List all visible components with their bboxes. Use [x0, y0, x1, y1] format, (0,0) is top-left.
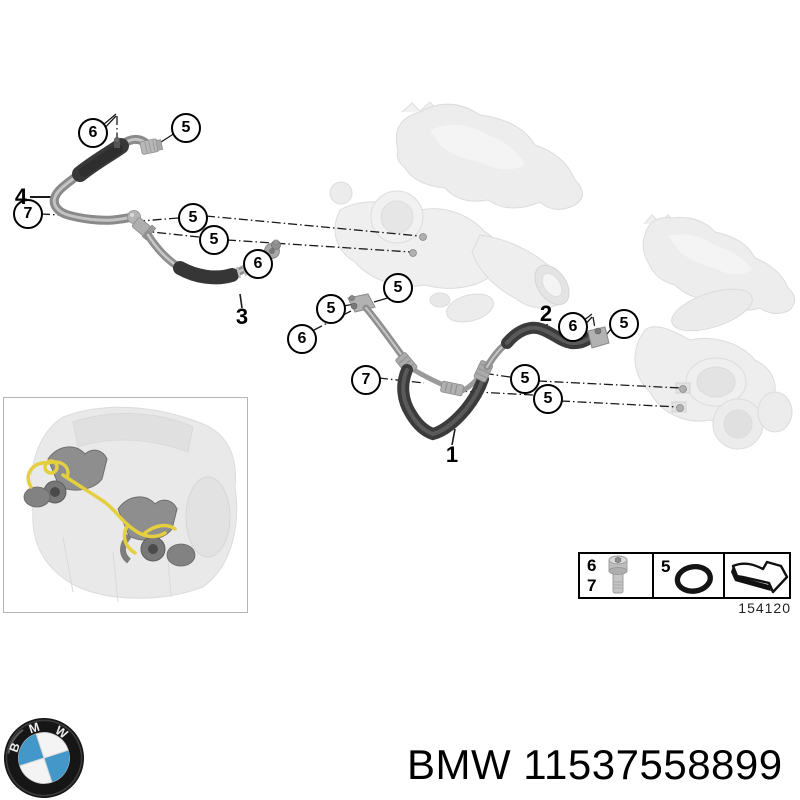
engine-coolant-hoses-highlight: [26, 459, 177, 555]
callout-6: 6: [287, 324, 317, 354]
direction-arrow-icon: [731, 560, 789, 594]
legend-bolt-numbers: 6 7: [580, 556, 596, 596]
legend-cell-bolt: 6 7: [580, 554, 652, 597]
callout-7: 7: [351, 365, 381, 395]
legend-cell-oring: 5: [652, 554, 723, 597]
legend-cell-arrow: [723, 554, 789, 597]
hose-2: [483, 321, 610, 371]
logo-letter-b: B: [7, 741, 23, 754]
legend-bolt-number-6: 6: [587, 555, 597, 575]
hose-4: [49, 134, 164, 225]
parts-diagram-artwork: [3, 101, 795, 613]
callout-6: 6: [78, 118, 108, 148]
ghost-turbo-right: [634, 214, 795, 450]
callout-5: 5: [199, 225, 229, 255]
callout-5: 5: [609, 309, 639, 339]
callout-5: 5: [533, 384, 563, 414]
legend-oring-number: 5: [661, 557, 671, 576]
diagram-number: 154120: [738, 600, 791, 616]
engine-thumbnail: [3, 397, 248, 613]
callout-7: 7: [13, 199, 43, 229]
callout-5: 5: [383, 273, 413, 303]
socket-bolt-icon: [609, 555, 628, 594]
callout-6: 6: [558, 312, 588, 342]
part-label-2: 2: [539, 301, 553, 326]
ribbed-fitting: [440, 380, 465, 397]
hose-clamp: [114, 137, 120, 148]
callout-6: 6: [243, 249, 273, 279]
o-ring-icon: [674, 563, 713, 594]
bmw-logo: B M W: [4, 718, 84, 798]
ghost-turbo-center: [329, 101, 583, 323]
port-bolts: [409, 233, 687, 412]
callout-5: 5: [171, 113, 201, 143]
hose-1: [347, 293, 493, 441]
part-label-1: 1: [445, 442, 459, 467]
part-number-text: BMW 11537558899: [407, 741, 783, 788]
threaded-fitting: [139, 138, 164, 155]
part-label-4: 4: [14, 184, 28, 209]
part-label-3: 3: [235, 304, 249, 329]
callout-5: 5: [316, 294, 346, 324]
fasteners-legend: 6 7 5: [578, 552, 791, 599]
legend-bolt-number-7: 7: [587, 575, 597, 595]
logo-letter-m: M: [27, 720, 41, 737]
